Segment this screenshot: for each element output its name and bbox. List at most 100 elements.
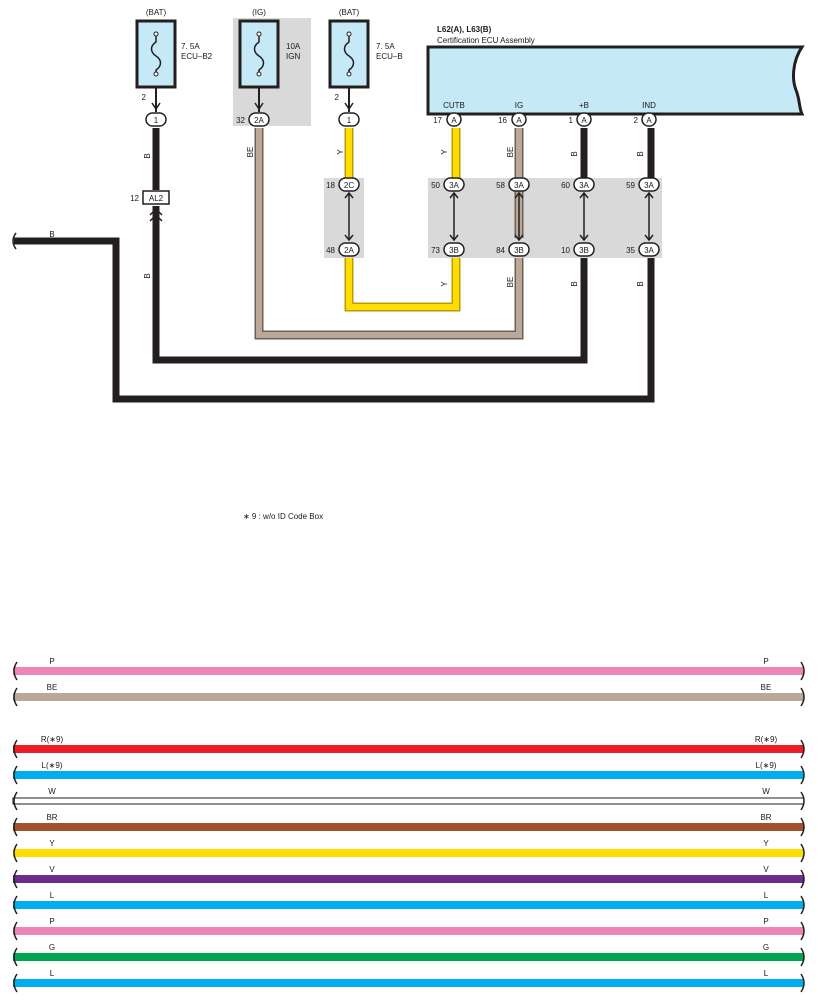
fuse-source: (BAT) — [146, 8, 167, 17]
jb-column: 3A 58 3B 84 — [496, 177, 530, 257]
fuse-ecu-b2: (BAT) 7. 5A ECU–B2 2 — [135, 8, 213, 112]
legend-code-left: BR — [46, 813, 57, 822]
svg-text:A: A — [451, 116, 457, 125]
legend-code-left: L — [50, 969, 55, 978]
svg-text:3A: 3A — [449, 181, 459, 190]
svg-text:2C: 2C — [344, 181, 354, 190]
junction-connectors-small: 2C 18 2A 48 — [326, 177, 360, 257]
break-mark — [800, 869, 805, 889]
break-mark — [13, 817, 18, 837]
svg-text:1: 1 — [154, 116, 159, 125]
svg-text:ECU–B2: ECU–B2 — [181, 52, 213, 61]
break-mark — [13, 843, 18, 863]
legend-code-left: L — [50, 891, 55, 900]
wires — [14, 128, 655, 403]
svg-text:3A: 3A — [644, 246, 654, 255]
svg-text:84: 84 — [496, 246, 505, 255]
break-mark — [800, 739, 805, 759]
svg-text:7. 5A: 7. 5A — [181, 42, 200, 51]
legend-code-left: W — [48, 787, 56, 796]
legend-code-right: P — [763, 657, 768, 666]
svg-text:73: 73 — [431, 246, 440, 255]
svg-text:3B: 3B — [449, 246, 459, 255]
fuse-ecu-b: (BAT) 7. 5A ECU–B 2 — [328, 8, 403, 112]
certification-ecu: L62(A), L63(B) Certification ECU Assembl… — [426, 25, 805, 116]
legend-code-right: L — [764, 969, 769, 978]
wire-label: Y — [440, 281, 449, 287]
break-mark — [800, 791, 805, 811]
svg-text:59: 59 — [626, 181, 635, 190]
svg-text:16: 16 — [498, 116, 507, 125]
wire-label: B — [49, 230, 54, 239]
svg-text:3A: 3A — [579, 181, 589, 190]
break-mark — [800, 947, 805, 967]
legend-wire-swatch — [13, 693, 804, 701]
svg-text:3B: 3B — [514, 246, 524, 255]
legend-wire-swatch — [13, 875, 804, 883]
break-mark — [13, 869, 18, 889]
jb-column: 3A 50 3B 73 — [431, 177, 465, 257]
footnote: ∗ 9 : w/o ID Code Box — [243, 512, 323, 521]
fuse-icon — [343, 34, 355, 76]
fuse-icon — [253, 34, 265, 76]
fuse-source: (BAT) — [339, 8, 360, 17]
legend-code-right: BE — [761, 683, 772, 692]
svg-text:35: 35 — [626, 246, 635, 255]
svg-text:A: A — [581, 116, 587, 125]
legend-row: R(∗9)R(∗9) — [13, 735, 805, 759]
legend-row: BR BR — [13, 813, 805, 837]
wire-label: BE — [246, 147, 255, 158]
legend-wire-swatch — [12, 797, 805, 805]
svg-text:2A: 2A — [254, 116, 264, 125]
svg-text:58: 58 — [496, 181, 505, 190]
svg-text:17: 17 — [433, 116, 442, 125]
break-mark — [800, 895, 805, 915]
break-mark — [800, 765, 805, 785]
svg-text:2A: 2A — [344, 246, 354, 255]
svg-text:32: 32 — [236, 116, 245, 125]
svg-text:2: 2 — [142, 93, 147, 102]
legend-code-left: Y — [49, 839, 55, 848]
legend-code-left: V — [49, 865, 55, 874]
ecu-name: Certification ECU Assembly — [437, 36, 535, 45]
break-mark — [13, 739, 18, 759]
legend-code-left: P — [49, 657, 54, 666]
wire-label: B — [636, 151, 645, 156]
wire-label: Y — [336, 149, 345, 155]
fuse-connector: 2A 32 — [236, 112, 270, 127]
fuse-connector: 1 — [338, 112, 360, 127]
svg-text:1: 1 — [569, 116, 574, 125]
svg-text:12: 12 — [130, 194, 139, 203]
ecu-terminals: CUTB IG +B IND A 17 A 16 A 1 A 2 — [433, 101, 657, 127]
break-mark — [13, 687, 18, 707]
break-mark — [800, 661, 805, 681]
legend-code-right: R(∗9) — [755, 735, 778, 744]
terminal-name: IND — [642, 101, 656, 110]
svg-text:3B: 3B — [579, 246, 589, 255]
wire-label: Y — [440, 149, 449, 155]
svg-text:7. 5A: 7. 5A — [376, 42, 395, 51]
svg-text:3A: 3A — [644, 181, 654, 190]
svg-text:60: 60 — [561, 181, 570, 190]
legend-code-right: L(∗9) — [756, 761, 777, 770]
wire-label: B — [570, 151, 579, 156]
svg-text:2: 2 — [634, 116, 639, 125]
jb-column: 3A 59 3A 35 — [626, 177, 660, 257]
terminal-name: +B — [579, 101, 589, 110]
legend-code-right: V — [763, 865, 769, 874]
fuse-connector: 1 — [145, 112, 167, 127]
legend-code-right: BR — [760, 813, 771, 822]
left-wire-break-mark — [12, 232, 17, 250]
fuse-ign: (IG) 10A IGN — [238, 8, 301, 112]
svg-text:10A: 10A — [286, 42, 301, 51]
svg-text:3A: 3A — [514, 181, 524, 190]
wire-b-left — [14, 237, 655, 403]
svg-text:A: A — [646, 116, 652, 125]
legend-code-right: P — [763, 917, 768, 926]
